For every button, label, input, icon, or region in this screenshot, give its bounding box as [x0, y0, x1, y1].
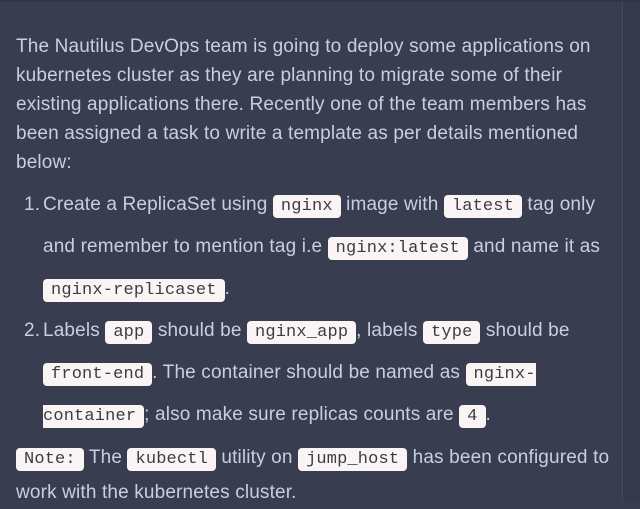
text-run: Create a ReplicaSet using	[43, 194, 273, 215]
text-run: utility on	[215, 447, 299, 468]
inline-code: kubectl	[127, 448, 216, 471]
inline-code: jump_host	[298, 448, 408, 471]
inline-code: Note:	[16, 448, 84, 471]
task-intro-paragraph: The Nautilus DevOps team is going to dep…	[16, 36, 591, 173]
task-item: 2.Labels app should be nginx_app, labels…	[24, 311, 606, 437]
text-run: ; also make sure replicas counts are	[144, 404, 460, 425]
text-run: . The container should be named as	[152, 362, 466, 383]
list-number: 2.	[24, 320, 41, 341]
text-run: The	[83, 447, 128, 468]
list-number: 1.	[24, 194, 41, 215]
task-item: 1.Create a ReplicaSet using nginx image …	[24, 185, 606, 311]
text-run: should be	[152, 320, 247, 341]
text-run: Labels	[43, 320, 106, 341]
task-list: 1.Create a ReplicaSet using nginx image …	[16, 185, 606, 437]
inline-code: nginx	[272, 195, 341, 218]
scrollbar-gutter[interactable]	[622, 2, 640, 501]
text-run: , labels	[356, 320, 424, 341]
inline-code: type	[423, 321, 481, 344]
text-run: .	[485, 404, 491, 425]
text-run: has been configured to work with the kub…	[16, 447, 610, 503]
note-paragraph: Note: The kubectl utility on jump_host h…	[16, 441, 616, 509]
text-run: and name it as	[467, 236, 601, 257]
text-run: tag only and remember to mention tag i.e	[43, 194, 596, 257]
inline-code: nginx:latest	[327, 237, 468, 260]
inline-code: front-end	[43, 363, 153, 386]
inline-code: app	[105, 321, 153, 344]
inline-code: latest	[443, 195, 522, 218]
text-run: image with	[340, 194, 444, 215]
text-run: .	[224, 278, 231, 299]
inline-code: nginx-replicaset	[43, 279, 225, 302]
inline-code: 4	[459, 405, 486, 428]
text-run: should be	[480, 320, 570, 341]
inline-code: nginx_app	[247, 321, 357, 344]
